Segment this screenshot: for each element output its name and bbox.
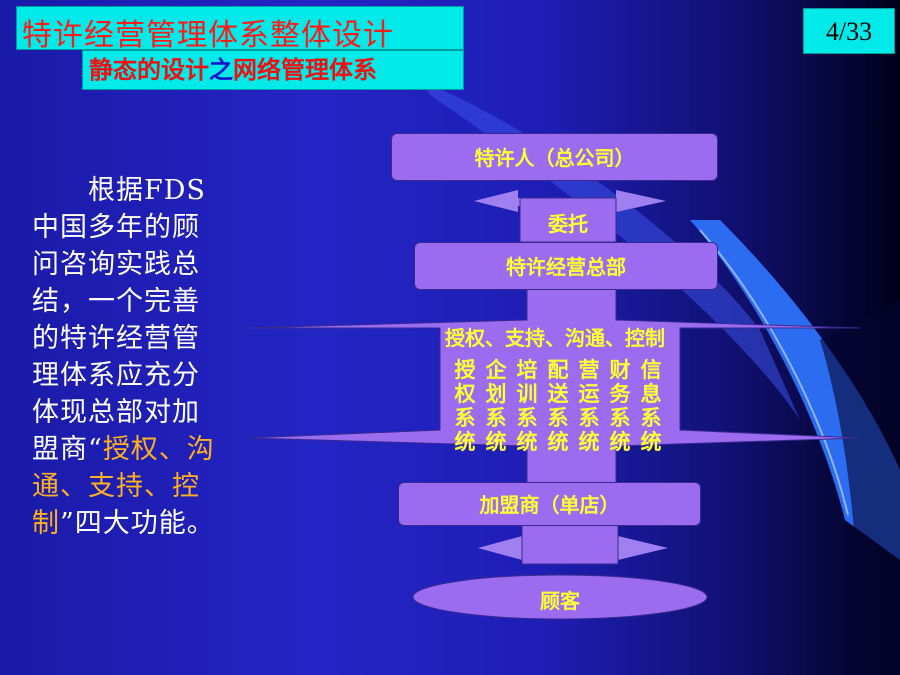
entrust-label: 委托 <box>548 212 588 236</box>
system-name: 配送系统 <box>547 358 569 454</box>
system-column: 信息系统 <box>638 358 664 454</box>
system-name: 信息系统 <box>640 358 662 454</box>
customer-ellipse <box>412 574 708 620</box>
system-name: 营运系统 <box>578 358 600 454</box>
systems-grid: 授权系统 企划系统 培训系统 配送系统 营运系统 财务系统 信息系统 <box>452 358 662 462</box>
subtitle-part-2: 之 <box>209 56 233 84</box>
system-column: 财务系统 <box>607 358 633 454</box>
franchisee-box: 加盟商（单店） <box>398 482 701 526</box>
subtitle: 静态的设计之网络管理体系 <box>82 50 464 90</box>
system-column: 企划系统 <box>483 358 509 454</box>
slide-title: 特许经营管理体系整体设计 <box>22 18 394 53</box>
page-number: 4/33 <box>803 8 895 54</box>
system-name: 授权系统 <box>454 358 476 454</box>
hq-box: 特许经营总部 <box>414 242 718 290</box>
system-column: 营运系统 <box>576 358 602 454</box>
system-name: 企划系统 <box>485 358 507 454</box>
customer-label: 顾客 <box>540 589 580 613</box>
body-text-part-2: ”四大功能。 <box>60 508 215 539</box>
system-column: 授权系统 <box>452 358 478 454</box>
system-name: 培训系统 <box>516 358 538 454</box>
functions-label: 授权、支持、沟通、控制 <box>445 326 665 350</box>
franchisor-box: 特许人（总公司） <box>391 133 718 181</box>
body-paragraph: 根据FDS中国多年的顾问咨询实践总结，一个完善的特许经营管理体系应充分体现总部对… <box>32 172 222 542</box>
system-name: 财务系统 <box>609 358 631 454</box>
body-text-highlight: 授权、沟通、支持、控制 <box>32 434 215 539</box>
subtitle-part-3: 网络管理体系 <box>233 56 377 84</box>
system-column: 培训系统 <box>514 358 540 454</box>
title-bar <box>16 6 464 50</box>
system-column: 配送系统 <box>545 358 571 454</box>
subtitle-part-1: 静态的设计 <box>89 56 209 84</box>
body-text-part-1: 根据FDS中国多年的顾问咨询实践总结，一个完善的特许经营管理体系应充分体现总部对… <box>32 175 206 465</box>
